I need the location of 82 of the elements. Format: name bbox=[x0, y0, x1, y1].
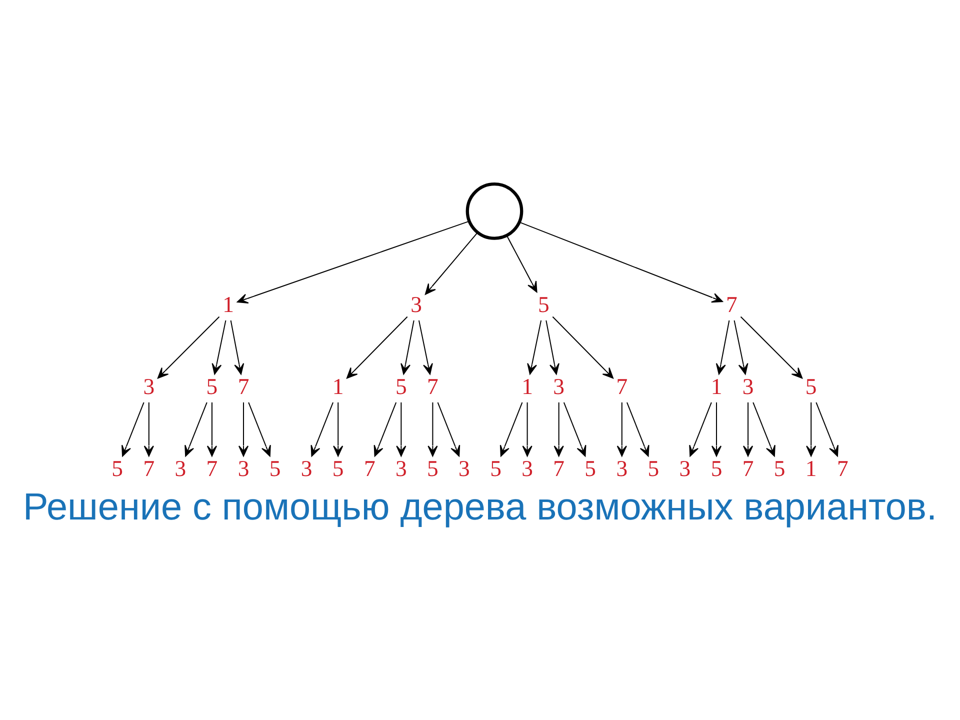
node-text: 3 bbox=[143, 374, 155, 399]
node-text: 7 bbox=[726, 292, 738, 317]
arrow bbox=[346, 316, 408, 379]
node-text: 7 bbox=[143, 456, 155, 481]
node-text: 5 bbox=[805, 374, 817, 399]
node-text: 3 bbox=[395, 456, 407, 481]
node-text: 3 bbox=[300, 456, 312, 481]
arrow bbox=[546, 320, 560, 375]
arrow bbox=[157, 316, 220, 379]
caption: Решение с помощью дерева возможных вариантов. bbox=[22, 486, 938, 529]
node-text: 5 bbox=[648, 456, 660, 481]
node-text: 7 bbox=[553, 456, 565, 481]
arrow bbox=[418, 320, 433, 375]
arrow bbox=[500, 402, 523, 457]
arrow bbox=[552, 316, 614, 379]
arrow bbox=[424, 232, 478, 295]
arrow bbox=[230, 320, 244, 375]
node-text: 7 bbox=[427, 374, 438, 399]
node-text: 5 bbox=[710, 456, 722, 481]
node-text: 5 bbox=[112, 456, 124, 481]
arrow bbox=[742, 402, 754, 457]
arrow bbox=[626, 402, 650, 457]
arrow bbox=[734, 320, 748, 375]
arrow bbox=[428, 402, 438, 457]
arrow bbox=[752, 402, 776, 457]
arrow bbox=[522, 402, 532, 457]
node-text: 5 bbox=[490, 456, 502, 481]
node-text: 7 bbox=[836, 456, 848, 481]
arrow bbox=[333, 402, 344, 457]
node-text: 3 bbox=[742, 374, 754, 399]
arrow bbox=[506, 236, 538, 293]
arrow bbox=[519, 222, 723, 303]
node-text: 3 bbox=[679, 456, 691, 481]
arrow bbox=[184, 402, 208, 457]
node-text: 5 bbox=[395, 374, 407, 399]
arrow bbox=[212, 320, 226, 375]
arrow bbox=[238, 402, 249, 457]
arrow bbox=[144, 402, 154, 457]
node-text: 3 bbox=[174, 456, 186, 481]
node-text: 7 bbox=[364, 456, 376, 481]
arrow bbox=[236, 220, 470, 304]
node-text: 3 bbox=[458, 456, 470, 481]
node-text: 3 bbox=[553, 374, 565, 399]
node-text: 1 bbox=[522, 374, 533, 399]
arrow bbox=[400, 320, 414, 375]
node-text: 5 bbox=[206, 374, 218, 399]
arrow bbox=[437, 402, 460, 457]
node-text: 5 bbox=[427, 456, 438, 481]
node-text: 5 bbox=[774, 456, 786, 481]
node-text: 1 bbox=[332, 374, 344, 399]
node-text: 5 bbox=[584, 456, 596, 481]
node-circle bbox=[466, 182, 524, 240]
arrow bbox=[248, 402, 271, 457]
node-text: 5 bbox=[332, 456, 344, 481]
arrow bbox=[711, 402, 722, 457]
arrow bbox=[740, 316, 803, 379]
arrow bbox=[554, 402, 564, 457]
node-text: 3 bbox=[238, 456, 250, 481]
arrow bbox=[806, 402, 816, 457]
node-text: 7 bbox=[616, 374, 628, 399]
arrow bbox=[716, 320, 730, 375]
node-text: 1 bbox=[805, 456, 817, 481]
arrow bbox=[527, 320, 542, 375]
node-text: 3 bbox=[522, 456, 533, 481]
arrow bbox=[310, 402, 334, 457]
node-text: 7 bbox=[238, 374, 250, 399]
arrow bbox=[616, 402, 627, 457]
node-text: 1 bbox=[222, 292, 234, 317]
arrow bbox=[122, 402, 144, 457]
node-text: 3 bbox=[616, 456, 628, 481]
node-text: 7 bbox=[206, 456, 218, 481]
arrow bbox=[206, 402, 218, 457]
arrow bbox=[689, 402, 712, 457]
node-text: 5 bbox=[269, 456, 281, 481]
node-text: 5 bbox=[538, 292, 550, 317]
node-text: 3 bbox=[410, 292, 422, 317]
node-text: 1 bbox=[710, 374, 722, 399]
node-text: 7 bbox=[742, 456, 754, 481]
arrow bbox=[396, 402, 406, 457]
arrow bbox=[374, 402, 397, 457]
arrow bbox=[563, 402, 586, 457]
arrow bbox=[816, 402, 838, 457]
